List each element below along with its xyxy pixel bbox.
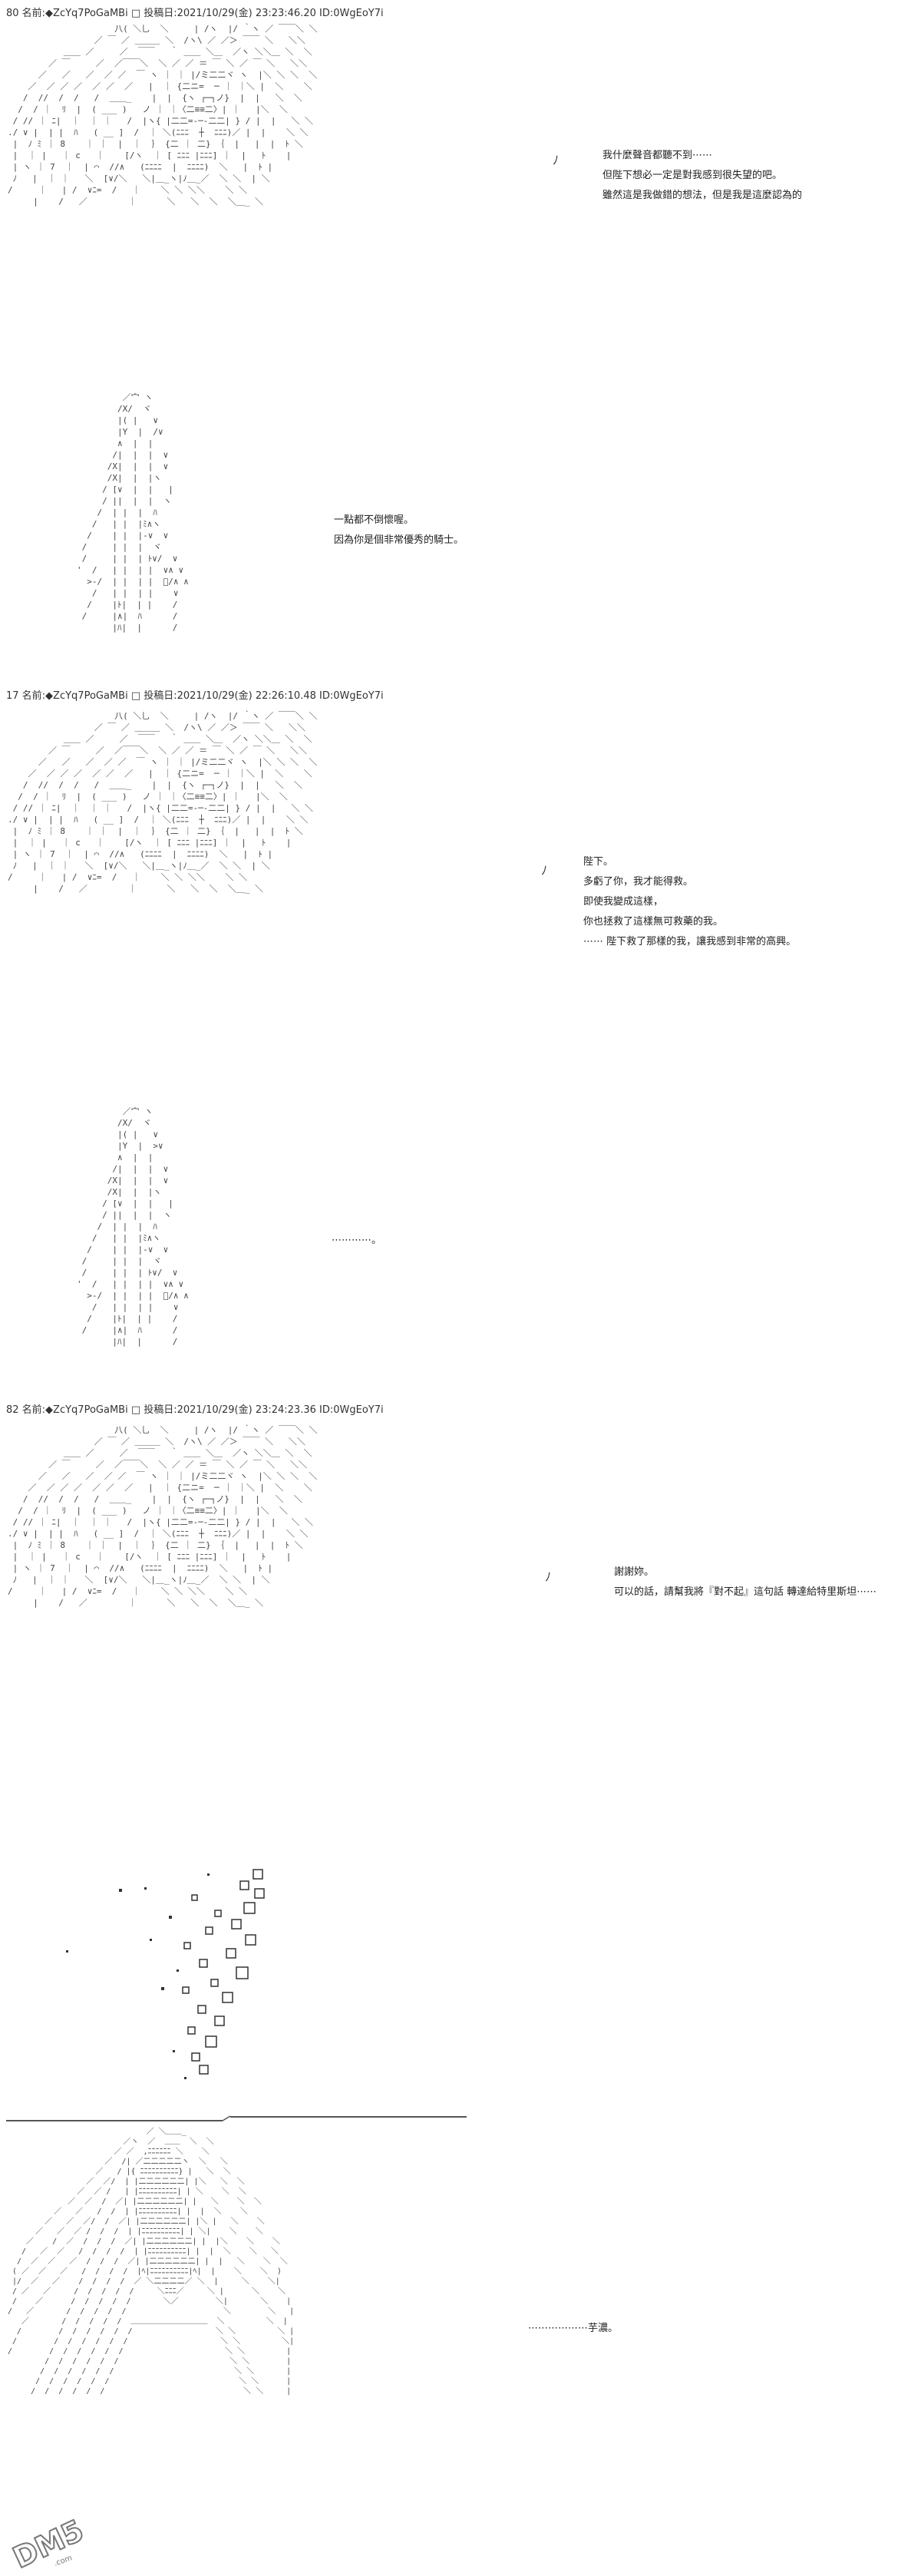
dissolving-particles [66, 1869, 265, 2079]
dialogue-line: 你也拯救了這樣無可救藥的我。 [583, 916, 724, 928]
scene-divider [6, 2115, 467, 2121]
ascii-art-standing-figure: ／宀 ヽ /X/ ヾ |( | ∨ |Y | /∨ ∧ | | /| | | ∨… [77, 392, 189, 633]
speech-bracket: ﾉ [553, 153, 560, 167]
post-header: 82 名前:◆ZcYq7PoGaMBi □ 投稿日:2021/10/29(金) … [6, 1404, 384, 1416]
dialogue-line: ⋯⋯ 陛下救了那樣的我，讓我感到非常的高興。 [583, 936, 797, 947]
dialogue-line: 雖然這是我做錯的想法，但是我是這麼認為的 [602, 190, 803, 201]
dialogue-block: 一點都不倒懷喔。 因為你是個非常優秀的騎士。 [334, 511, 464, 551]
dialogue-line: 因為你是個非常優秀的騎士。 [334, 534, 464, 546]
dialogue-line: 我什麼聲音都聽不到⋯⋯ [602, 150, 713, 161]
watermark-logo-text: DM5 [8, 2513, 88, 2568]
ascii-art-knight-and-king: 八( ＼乚 ＼ | /ヽ |/ ｀ヽ ／ ￣￣＼ ＼ ／ ￣ ／ ＿＿＿ ＼ /… [8, 24, 318, 207]
dialogue-line: 多虧了你，我才能得救。 [583, 876, 694, 888]
dialogue-line: 一點都不倒懷喔。 [334, 514, 414, 526]
dialogue-block: 我什麼聲音都聽不到⋯⋯ 但陛下想必一定是對我感到很失望的吧。 雖然這是我做錯的想… [602, 146, 802, 206]
dialogue-line: 陛下。 [583, 856, 614, 868]
dialogue-line: 但陛下想必一定是對我感到很失望的吧。 [602, 170, 783, 181]
dialogue-line: ⋯⋯⋯⋯⋯⋯芋濃。 [528, 2323, 619, 2334]
watermark-logo: DM5 [7, 2512, 89, 2568]
ascii-art-collapsed-knight: ／ ＼＿＿_ ／ヽ ／ ＿＿ ＼ ＼ ／ ／ ,ﾆﾆﾆﾆﾆﾆ ＼ ＼ ／ /| … [8, 2128, 295, 2396]
speech-bracket: ﾉ [541, 863, 548, 878]
dialogue-line: 可以的話，請幫我將『對不起』這句話 轉達給特里斯坦⋯⋯ [614, 1586, 877, 1598]
ascii-art-knight-and-king: 八( ＼乚 ＼ | /ヽ |/ ｀ヽ ／ ￣￣＼ ＼ ／ ￣ ／ ＿＿＿ ＼ /… [8, 711, 318, 894]
dialogue-block: ⋯⋯⋯⋯⋯⋯芋濃。 [528, 2319, 618, 2339]
post-header: 80 名前:◆ZcYq7PoGaMBi □ 投稿日:2021/10/29(金) … [6, 8, 384, 19]
post-header: 17 名前:◆ZcYq7PoGaMBi □ 投稿日:2021/10/29(金) … [6, 690, 384, 702]
dialogue-block: 謝謝妳。 可以的話，請幫我將『對不起』這句話 轉達給特里斯坦⋯⋯ [614, 1562, 876, 1602]
dialogue-line: 謝謝妳。 [614, 1566, 655, 1578]
dialogue-line: 即使我變成這樣， [583, 896, 664, 908]
ascii-art-standing-figure: ／宀 ヽ /X/ ヾ |( | ∨ |Y | >∨ ∧ | | /| | | ∨… [77, 1106, 189, 1347]
ascii-art-knight-and-king: 八( ＼乚 ＼ | /ヽ |/ ｀ヽ ／ ￣￣＼ ＼ ／ ￣ ／ ＿＿＿ ＼ /… [8, 1425, 318, 1608]
dialogue-block: 陛下。 多虧了你，我才能得救。 即使我變成這樣， 你也拯救了這樣無可救藥的我。 … [583, 852, 796, 952]
dialogue-block: ⋯⋯⋯⋯。 [332, 1231, 381, 1251]
dialogue-line: ⋯⋯⋯⋯。 [332, 1235, 382, 1246]
speech-bracket: ﾉ [545, 1569, 552, 1584]
